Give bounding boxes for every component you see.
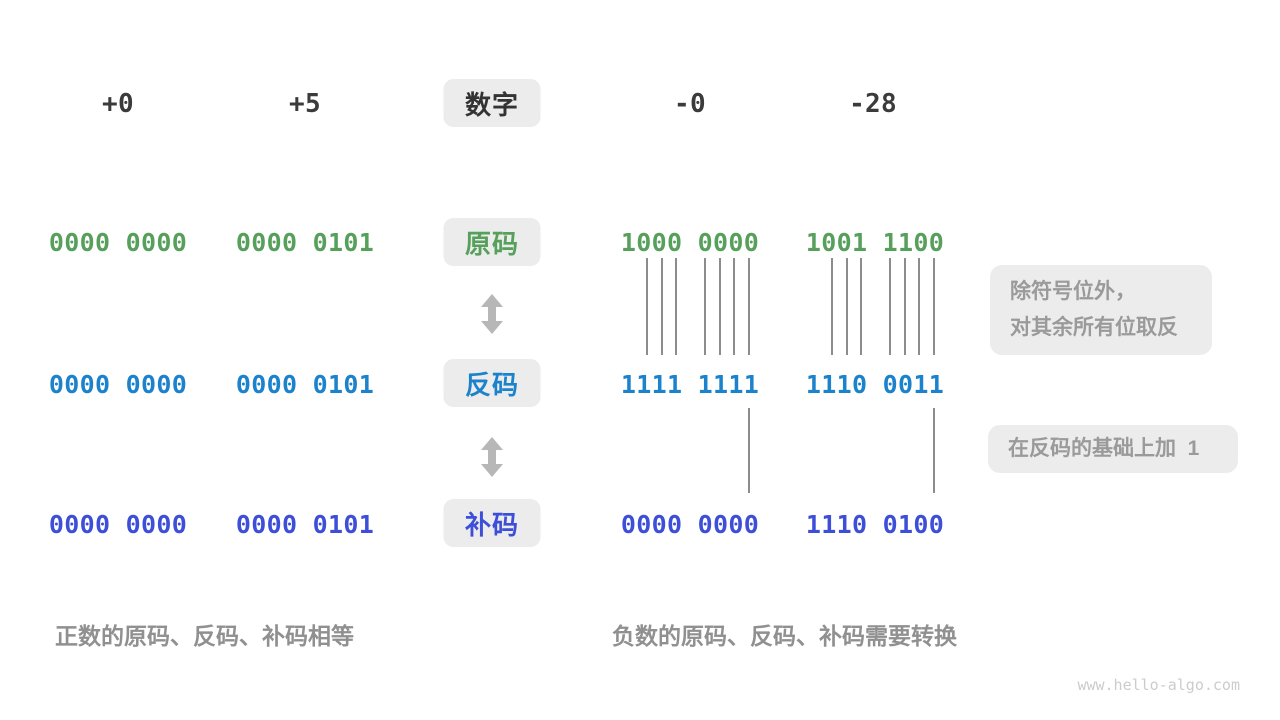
invert-bits-note-line1: 除符号位外，: [1010, 280, 1136, 303]
bit-connector-line: [889, 258, 891, 355]
twos-complement-badge: 补码: [443, 499, 541, 547]
add-one-note-text: 在反码的基础上加 1: [1008, 437, 1200, 460]
twos-complement-value: 0000 0101: [235, 510, 375, 539]
bit-connector-line: [661, 258, 663, 355]
up-down-arrow-icon: [480, 437, 504, 477]
bit-connector-line: [904, 258, 906, 355]
bit-connector-line: [704, 258, 706, 355]
bit-connector-line: [748, 408, 750, 493]
ones-complement-value: 1110 0011: [805, 370, 945, 399]
bit-connector-line: [933, 258, 935, 355]
ones-complement-value: 0000 0101: [235, 370, 375, 399]
twos-complement-value: 1110 0100: [805, 510, 945, 539]
sign-magnitude-value: 1000 0000: [620, 228, 760, 257]
invert-bits-note-line2: 对其余所有位取反: [1010, 316, 1178, 339]
bit-connector-line: [918, 258, 920, 355]
bit-connector-line: [748, 258, 750, 355]
site-watermark: www.hello-algo.com: [1077, 676, 1240, 694]
bit-connector-line: [831, 258, 833, 355]
bit-connector-line: [733, 258, 735, 355]
ones-complement-badge: 反码: [443, 359, 541, 407]
positive-numbers-caption: 正数的原码、反码、补码相等: [55, 623, 354, 649]
number-header-badge: 数字: [443, 79, 541, 127]
ones-complement-value: 1111 1111: [620, 370, 760, 399]
sign-magnitude-value: 0000 0101: [235, 228, 375, 257]
sign-magnitude-value: 0000 0000: [48, 228, 188, 257]
bit-connector-line: [846, 258, 848, 355]
ones-complement-value: 0000 0000: [48, 370, 188, 399]
add-one-note: 在反码的基础上加 1: [988, 425, 1238, 473]
negative-numbers-caption: 负数的原码、反码、补码需要转换: [612, 623, 957, 649]
decimal-value-minus-28: -28: [849, 89, 897, 119]
sign-magnitude-badge: 原码: [443, 218, 541, 266]
up-down-arrow-icon: [480, 294, 504, 334]
bit-connector-line: [860, 258, 862, 355]
bit-connector-line: [719, 258, 721, 355]
invert-bits-note: 除符号位外， 对其余所有位取反: [990, 265, 1212, 355]
twos-complement-value: 0000 0000: [48, 510, 188, 539]
bit-connector-line: [933, 408, 935, 493]
twos-complement-value: 0000 0000: [620, 510, 760, 539]
bit-connector-line: [675, 258, 677, 355]
decimal-value-plus-zero: +0: [102, 89, 134, 119]
bit-connector-line: [646, 258, 648, 355]
decimal-value-plus-five: +5: [289, 89, 321, 119]
sign-magnitude-value: 1001 1100: [805, 228, 945, 257]
decimal-value-minus-zero: -0: [674, 89, 706, 119]
